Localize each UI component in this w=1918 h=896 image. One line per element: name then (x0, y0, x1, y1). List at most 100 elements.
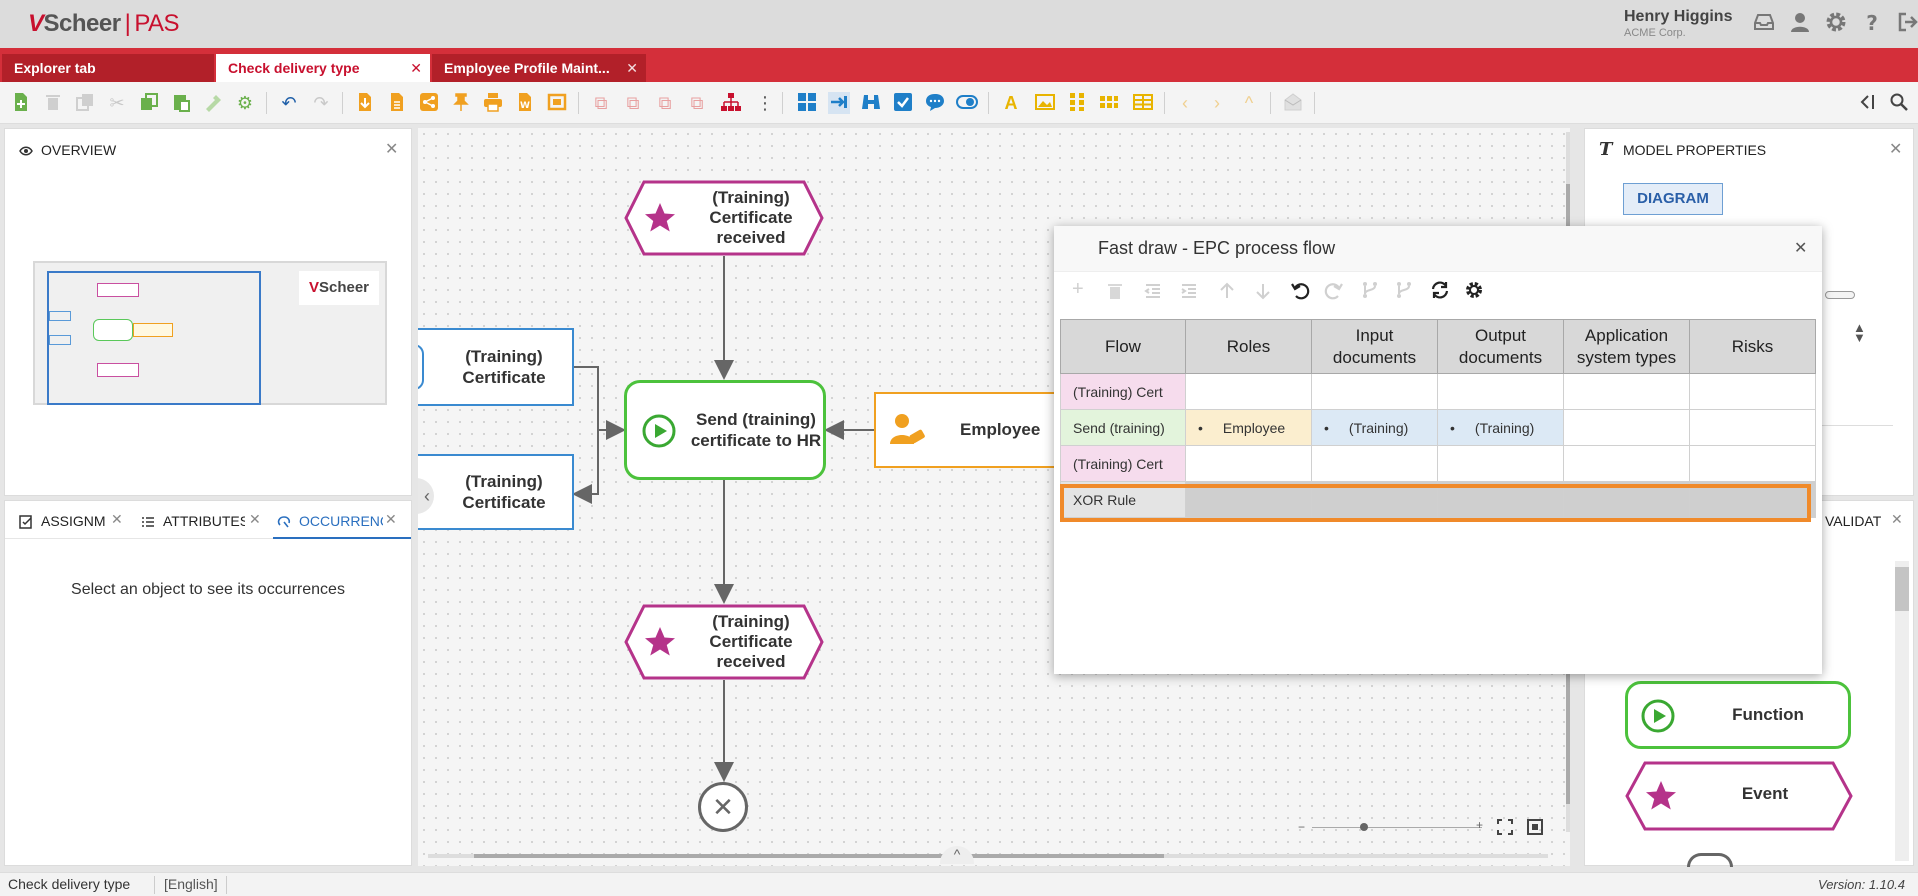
close-overview-icon[interactable]: ✕ (385, 141, 399, 158)
roles-cell[interactable] (1185, 445, 1312, 482)
close-dialog-icon[interactable]: ✕ (1794, 240, 1808, 257)
align-icon[interactable]: ⧉ (658, 93, 672, 113)
application-systems-cell[interactable] (1563, 445, 1690, 482)
close-properties-icon[interactable]: ✕ (1889, 141, 1903, 158)
dialog-settings-gear-icon[interactable] (1464, 280, 1484, 300)
document-shape[interactable]: (Training) Certificate (418, 328, 574, 406)
palette-scrollbar-thumb[interactable] (1895, 567, 1909, 611)
column-header-application-system-types[interactable]: Application system types (1563, 319, 1690, 374)
hierarchy-layout-icon[interactable] (720, 92, 742, 114)
sync-icon[interactable] (1430, 280, 1450, 300)
binoculars-icon[interactable] (860, 92, 882, 114)
close-tab-icon[interactable]: ✕ (249, 511, 261, 527)
input-documents-cell[interactable] (1311, 445, 1438, 482)
close-tab-icon[interactable]: ✕ (626, 60, 638, 76)
roles-cell[interactable] (1185, 373, 1312, 410)
logout-icon[interactable] (1896, 10, 1918, 34)
ungroup-icon[interactable]: ⧉ (626, 93, 640, 113)
checkbox-icon[interactable] (892, 92, 914, 114)
tab-check-delivery-type[interactable]: Check delivery type ✕ (216, 54, 430, 82)
text-format-icon[interactable]: A (1004, 93, 1018, 113)
inbox-icon[interactable] (1752, 10, 1776, 34)
user-info[interactable]: Henry Higgins ACME Corp. (1624, 8, 1732, 39)
tab-assignments[interactable]: ASSIGNM (41, 513, 106, 529)
diagram-canvas[interactable]: (Training) Certificate received (Trainin… (418, 128, 1570, 866)
document-icon[interactable] (386, 92, 408, 114)
group-icon[interactable]: ⧉ (594, 93, 608, 113)
viewport-indicator[interactable] (47, 271, 261, 405)
tab-occurrences[interactable]: OCCURRENC (299, 513, 383, 529)
row-layout-icon[interactable] (1098, 92, 1120, 114)
palette-event-item[interactable]: Event (1625, 761, 1853, 831)
arrow-up-icon[interactable]: ^ (1244, 93, 1254, 113)
delete-row-icon[interactable] (1106, 282, 1124, 300)
merge-icon[interactable] (1394, 280, 1414, 300)
close-tab-icon[interactable]: ✕ (410, 60, 422, 76)
column-header-input-documents[interactable]: Input documents (1311, 319, 1438, 374)
column-header-roles[interactable]: Roles (1185, 319, 1312, 374)
grid-view-icon[interactable] (796, 92, 818, 114)
application-systems-cell[interactable] (1563, 409, 1690, 446)
scheer-pas-logo[interactable]: VScheer|PAS (28, 10, 180, 37)
add-row-icon[interactable]: + (1072, 278, 1084, 300)
event-shape[interactable]: (Training) Certificate received (624, 180, 824, 256)
outdent-icon[interactable] (1144, 282, 1162, 300)
xor-end-connector[interactable]: ✕ (698, 782, 748, 832)
toggle-icon[interactable] (956, 92, 978, 114)
risks-cell[interactable] (1689, 445, 1816, 482)
import-icon[interactable] (354, 92, 376, 114)
image-icon[interactable] (1034, 92, 1056, 114)
expand-bottom-icon[interactable]: ^ (940, 846, 974, 864)
copy-icon[interactable] (138, 92, 160, 114)
status-language[interactable]: [English] (164, 876, 218, 892)
mail-icon[interactable] (1282, 92, 1304, 114)
share-icon[interactable] (418, 92, 440, 114)
fit-to-screen-icon[interactable] (1526, 818, 1544, 836)
column-header-risks[interactable]: Risks (1689, 319, 1816, 374)
close-validation-icon[interactable]: ✕ (1891, 511, 1903, 527)
table-row-xor[interactable]: XOR Rule (1060, 481, 1816, 518)
role-shape[interactable]: Employee (874, 392, 1074, 468)
column-layout-icon[interactable] (1066, 92, 1088, 114)
export-word-icon[interactable]: W (514, 92, 536, 114)
close-tab-icon[interactable]: ✕ (385, 511, 397, 527)
overview-minimap[interactable]: VScheer (33, 261, 387, 405)
tab-attributes[interactable]: ATTRIBUTES (163, 513, 245, 529)
diagram-button[interactable]: DIAGRAM (1623, 183, 1723, 215)
redo-icon[interactable]: ↷ (313, 93, 329, 113)
column-header-flow[interactable]: Flow (1060, 319, 1186, 374)
copy-disabled-icon[interactable] (74, 92, 96, 114)
fast-draw-icon[interactable] (828, 92, 850, 114)
user-icon[interactable] (1788, 10, 1812, 34)
fullscreen-icon[interactable] (1496, 818, 1514, 836)
branch-icon[interactable] (1360, 280, 1380, 300)
redo-icon[interactable] (1324, 280, 1344, 300)
comment-icon[interactable] (924, 92, 946, 114)
output-documents-cell[interactable] (1437, 481, 1564, 518)
flow-cell[interactable]: (Training) Cert (1060, 373, 1186, 410)
cut-icon[interactable]: ✂ (109, 93, 125, 113)
move-down-icon[interactable] (1254, 282, 1272, 300)
collapse-panel-icon[interactable] (1858, 92, 1880, 114)
document-shape[interactable]: (Training) Certificate (418, 454, 574, 530)
new-file-icon[interactable] (10, 92, 32, 114)
table-row[interactable]: (Training) Cert (1060, 445, 1816, 482)
table-icon[interactable] (1132, 92, 1154, 114)
move-up-icon[interactable] (1218, 282, 1236, 300)
application-systems-cell[interactable] (1563, 481, 1690, 518)
delete-icon[interactable] (42, 92, 64, 114)
more-vertical-icon[interactable]: ⋮ (756, 93, 774, 113)
risks-cell[interactable] (1689, 481, 1816, 518)
roles-cell[interactable] (1185, 481, 1312, 518)
fit-page-icon[interactable] (546, 92, 568, 114)
table-row[interactable]: (Training) Cert (1060, 373, 1816, 410)
zoom-in-icon[interactable]: + (1476, 818, 1484, 832)
format-painter-icon[interactable] (202, 92, 224, 114)
input-documents-cell[interactable] (1311, 373, 1438, 410)
settings-gear-icon[interactable] (1824, 10, 1848, 34)
roles-cell[interactable]: •Employee (1185, 409, 1312, 446)
help-icon[interactable]: ? (1860, 10, 1884, 35)
column-header-output-documents[interactable]: Output documents (1437, 319, 1564, 374)
tab-employee-profile[interactable]: Employee Profile Maint... ✕ (432, 54, 646, 82)
pin-icon[interactable] (450, 92, 472, 114)
